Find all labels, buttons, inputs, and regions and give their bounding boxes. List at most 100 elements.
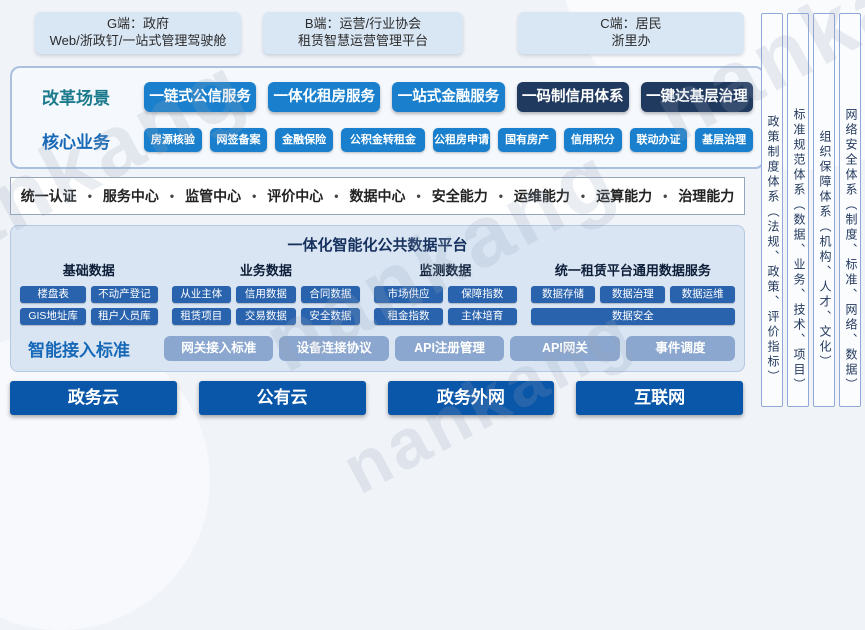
- chip-row: GIS地址库 租户人员库: [20, 307, 158, 325]
- scenario-panel: 改革场景 一链式公信服务 一体化租房服务 一站式金融服务 一码制信用体系 一键达…: [10, 65, 765, 169]
- access-buttons: 网关接入标准 设备连接协议 API注册管理 API网关 事件调度: [164, 335, 736, 361]
- client-row: G端：政府 Web/浙政钉/一站式管理驾驶舱 B端：运营/行业协会 租赁智慧运营…: [35, 12, 757, 54]
- bullet-separator: •: [580, 188, 586, 203]
- data-chip: 安全数据: [300, 307, 361, 325]
- infra-item-public-cloud: 公有云: [198, 380, 366, 415]
- data-chip: 数据治理: [600, 285, 666, 303]
- client-c-subtitle: 浙里办: [611, 32, 651, 48]
- access-item: 事件调度: [625, 335, 736, 361]
- client-c-title: C端：居民: [600, 16, 662, 31]
- core-item: 金融保险: [275, 128, 334, 153]
- pillar-organization-system: 组织保障体系（机构、人才、文化）: [813, 13, 835, 407]
- client-g-title: G端：政府: [106, 16, 170, 31]
- data-chip: 租户人员库: [91, 307, 158, 325]
- data-chip: 合同数据: [300, 285, 361, 303]
- data-chip: 租赁项目: [171, 307, 232, 325]
- reform-item: 一键达基层治理: [640, 81, 754, 112]
- core-row: 核心业务 房源核验 网签备案 金融保险 公积金转租金 公租房申请 国有房产 信用…: [22, 128, 753, 153]
- data-chip: 从业主体: [171, 285, 232, 303]
- capability-item: 评价中心: [267, 187, 324, 204]
- chip-row: 从业主体 信用数据 合同数据: [171, 285, 361, 303]
- group-header: 统一租赁平台通用数据服务: [554, 262, 711, 278]
- core-item: 信用积分: [563, 128, 622, 153]
- pillar-standard-system: 标准规范体系（数据、业务、技术、项目）: [787, 13, 809, 407]
- data-chip: 交易数据: [236, 307, 296, 325]
- data-chip-wide: 数据安全: [530, 307, 735, 325]
- reform-label: 改革场景: [42, 89, 110, 109]
- chip-row: 租赁项目 交易数据 安全数据: [171, 307, 361, 325]
- data-platform-panel: 一体化智能化公共数据平台 基础数据 楼盘表 不动产登记 GIS地址库 租户人员库…: [10, 224, 745, 372]
- bullet-separator: •: [252, 188, 257, 203]
- data-chip: 主体培育: [447, 307, 517, 325]
- bullet-separator: •: [498, 188, 503, 203]
- reform-row: 改革场景 一链式公信服务 一体化租房服务 一站式金融服务 一码制信用体系 一键达…: [22, 81, 754, 112]
- capabilities-bar: 统一认证 • 服务中心 • 监管中心 • 评价中心 • 数据中心 • 安全能力 …: [10, 176, 745, 215]
- infra-item-internet: 互联网: [576, 380, 743, 415]
- bullet-separator: •: [334, 188, 339, 203]
- core-item: 网签备案: [209, 128, 268, 153]
- group-header: 基础数据: [62, 262, 115, 278]
- core-item: 国有房产: [498, 128, 556, 153]
- chip-row: 市场供应 保障指数: [374, 285, 517, 303]
- group-header: 业务数据: [239, 262, 292, 278]
- group-monitor-data: 监测数据 市场供应 保障指数 租金指数 主体培育: [374, 260, 517, 325]
- core-item: 房源核验: [144, 128, 202, 153]
- capability-item: 运维能力: [513, 187, 570, 204]
- client-box-b: B端：运营/行业协会 租赁智慧运营管理平台: [263, 12, 463, 54]
- data-chip: 租金指数: [374, 307, 443, 325]
- data-chip: 数据运维: [670, 285, 735, 303]
- platform-title: 一体化智能化公共数据平台: [287, 236, 468, 254]
- core-item: 公租房申请: [432, 128, 491, 153]
- data-chip: GIS地址库: [20, 307, 87, 325]
- access-item: API注册管理: [394, 335, 505, 361]
- pillar-security-system: 网络安全体系（制度、标准、网络、数据）: [839, 13, 861, 407]
- capability-item: 监管中心: [185, 187, 242, 204]
- data-chip: 数据存储: [530, 285, 596, 303]
- reform-item: 一站式金融服务: [392, 81, 505, 112]
- client-box-g: G端：政府 Web/浙政钉/一站式管理驾驶舱: [35, 12, 241, 54]
- access-item: API网关: [510, 335, 620, 361]
- data-chip: 保障指数: [447, 285, 517, 303]
- reform-buttons: 一链式公信服务 一体化租房服务 一站式金融服务 一码制信用体系 一键达基层治理: [144, 81, 754, 112]
- reform-item: 一链式公信服务: [144, 81, 257, 112]
- access-item: 网关接入标准: [164, 335, 274, 361]
- diagram: G端：政府 Web/浙政钉/一站式管理驾驶舱 B端：运营/行业协会 租赁智慧运营…: [10, 12, 765, 415]
- core-item: 公积金转租金: [341, 128, 425, 153]
- guarantee-pillars: 政策制度体系（法规、政策、评价指标） 标准规范体系（数据、业务、技术、项目） 组…: [761, 13, 861, 407]
- infrastructure-row: 政务云 公有云 政务外网 互联网: [10, 380, 743, 415]
- client-b-subtitle: 租赁智慧运营管理平台: [297, 32, 428, 48]
- capability-item: 数据中心: [349, 187, 406, 204]
- core-chips: 房源核验 网签备案 金融保险 公积金转租金 公租房申请 国有房产 信用积分 联动…: [144, 128, 753, 153]
- pillar-policy-system: 政策制度体系（法规、政策、评价指标）: [761, 13, 783, 407]
- capability-item: 安全能力: [431, 187, 488, 204]
- capability-item: 运算能力: [596, 187, 653, 204]
- reform-item: 一码制信用体系: [516, 81, 629, 112]
- access-item: 设备连接协议: [279, 335, 389, 361]
- group-business-data: 业务数据 从业主体 信用数据 合同数据 租赁项目 交易数据 安全数据: [171, 260, 361, 325]
- client-b-title: B端：运营/行业协会: [304, 16, 422, 31]
- data-chip: 信用数据: [236, 285, 296, 303]
- infra-item-gov-cloud: 政务云: [10, 380, 177, 415]
- bullet-separator: •: [416, 188, 421, 203]
- data-chip: 楼盘表: [20, 285, 87, 303]
- data-groups: 基础数据 楼盘表 不动产登记 GIS地址库 租户人员库 业务数据 从业主体 信用…: [20, 260, 735, 325]
- chip-row: 数据存储 数据治理 数据运维: [530, 285, 735, 303]
- data-chip: 市场供应: [374, 285, 443, 303]
- capability-item: 服务中心: [102, 187, 159, 204]
- bullet-separator: •: [169, 188, 175, 203]
- chip-row: 楼盘表 不动产登记: [20, 285, 158, 303]
- core-item: 联动办证: [629, 128, 688, 153]
- access-standard-row: 智能接入标准 网关接入标准 设备连接协议 API注册管理 API网关 事件调度: [20, 335, 736, 361]
- core-item: 基层治理: [695, 128, 753, 153]
- bullet-separator: •: [663, 188, 668, 203]
- client-g-subtitle: Web/浙政钉/一站式管理驾驶舱: [49, 32, 227, 48]
- access-label: 智能接入标准: [28, 340, 130, 360]
- data-chip: 不动产登记: [91, 285, 158, 303]
- bullet-separator: •: [87, 188, 92, 203]
- client-box-c: C端：居民 浙里办: [518, 12, 744, 54]
- capability-item: 统一认证: [20, 187, 77, 204]
- group-common-data-services: 统一租赁平台通用数据服务 数据存储 数据治理 数据运维 数据安全: [530, 260, 735, 325]
- capability-item: 治理能力: [678, 187, 735, 204]
- chip-row: 数据安全: [530, 307, 735, 325]
- group-header: 监测数据: [419, 262, 472, 278]
